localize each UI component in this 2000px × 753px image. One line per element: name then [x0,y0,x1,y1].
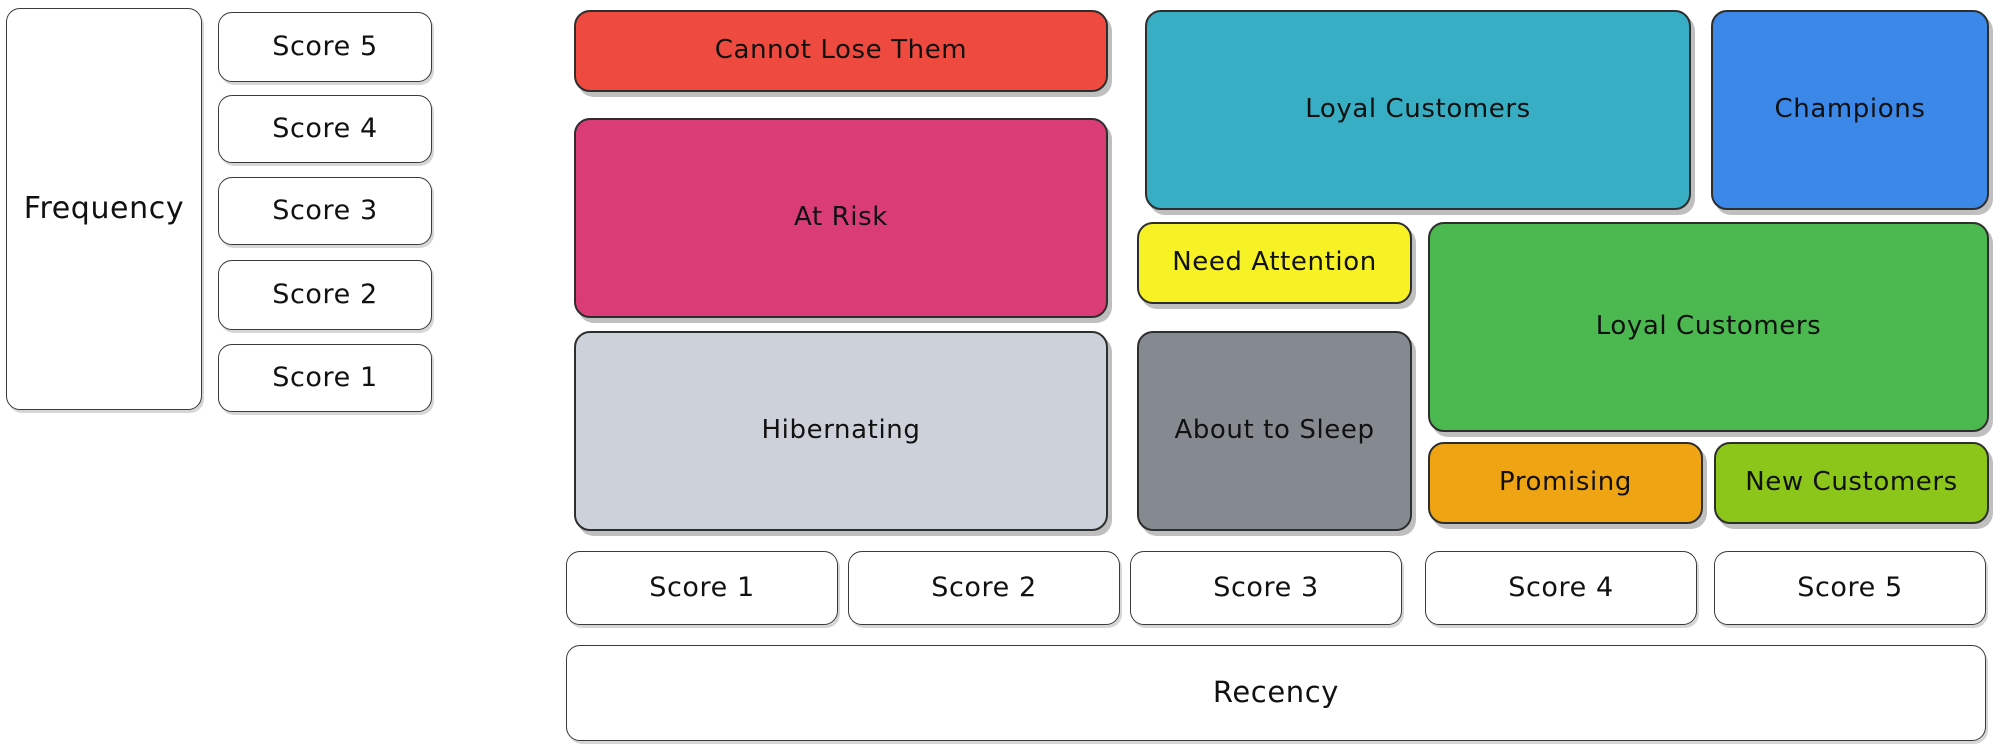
frequency-score-label-2: Score 2 [218,260,432,330]
frequency-score-label-5: Score 5 [218,12,432,82]
recency-score-label-2: Score 2 [848,551,1120,625]
segment-about-to-sleep[interactable]: About to Sleep [1137,331,1412,531]
frequency-axis-label: Frequency [6,8,202,410]
segment-need-attention[interactable]: Need Attention [1137,222,1412,304]
segment-new-customers[interactable]: New Customers [1714,442,1989,524]
recency-score-label-1: Score 1 [566,551,838,625]
frequency-score-label-1: Score 1 [218,344,432,412]
segment-cannot-lose-them[interactable]: Cannot Lose Them [574,10,1108,92]
segment-at-risk[interactable]: At Risk [574,118,1108,318]
segment-champions[interactable]: Champions [1711,10,1989,210]
recency-score-label-3: Score 3 [1130,551,1402,625]
recency-score-label-4: Score 4 [1425,551,1697,625]
frequency-score-label-3: Score 3 [218,177,432,245]
segment-loyal-customers-green[interactable]: Loyal Customers [1428,222,1989,432]
segment-hibernating[interactable]: Hibernating [574,331,1108,531]
segment-loyal-customers-teal[interactable]: Loyal Customers [1145,10,1691,210]
recency-axis-label: Recency [566,645,1986,741]
recency-score-label-5: Score 5 [1714,551,1986,625]
frequency-score-label-4: Score 4 [218,95,432,163]
segment-promising[interactable]: Promising [1428,442,1703,524]
